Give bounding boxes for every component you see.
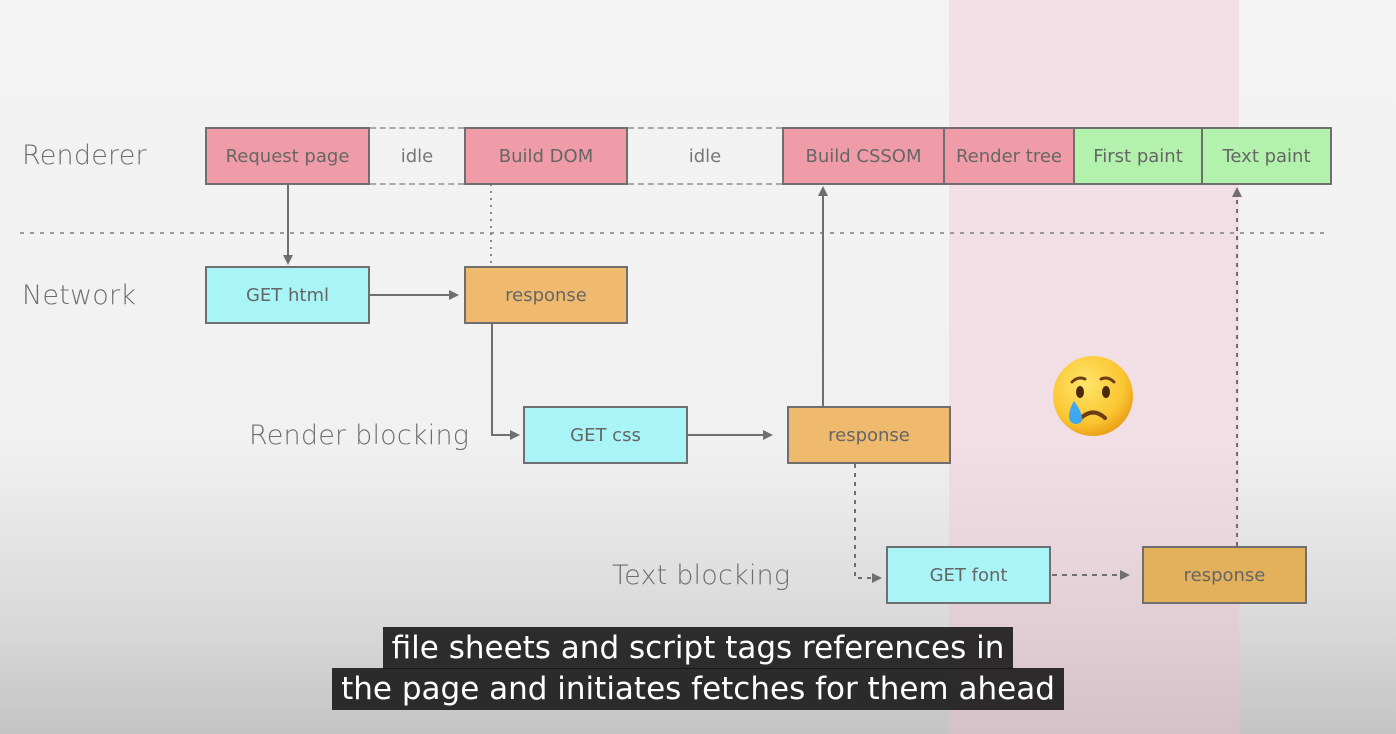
get-font-box: GET font [886,546,1051,604]
subtitle-text: file sheets and script tags references i… [382,627,1014,669]
response-box: response [1142,546,1307,604]
response-box: response [787,406,951,464]
crying-face-icon [1053,356,1133,436]
subtitle-line-1: file sheets and script tags references i… [0,627,1396,669]
text-paint-box: Text paint [1201,127,1332,185]
render-tree-box: Render tree [943,127,1075,185]
request-page-box: Request page [205,127,370,185]
subtitle-text: the page and initiates fetches for them … [332,668,1064,710]
build-dom-box: Build DOM [464,127,628,185]
idle-box: idle [370,127,464,185]
dashed-response-to-get-font [854,464,882,583]
render-blocking-label: Render blocking [249,420,470,451]
text-blocking-label: Text blocking [612,560,791,591]
get-css-box: GET css [523,406,688,464]
arrow-response-to-get-css [491,323,520,440]
idle-box: idle [628,127,782,185]
renderer-label: Renderer [22,140,147,171]
build-cssom-box: Build CSSOM [782,127,945,185]
get-html-box: GET html [205,266,370,324]
network-label: Network [22,280,137,311]
response-box: response [464,266,628,324]
first-paint-box: First paint [1073,127,1203,185]
subtitle-line-2: the page and initiates fetches for them … [0,668,1396,710]
